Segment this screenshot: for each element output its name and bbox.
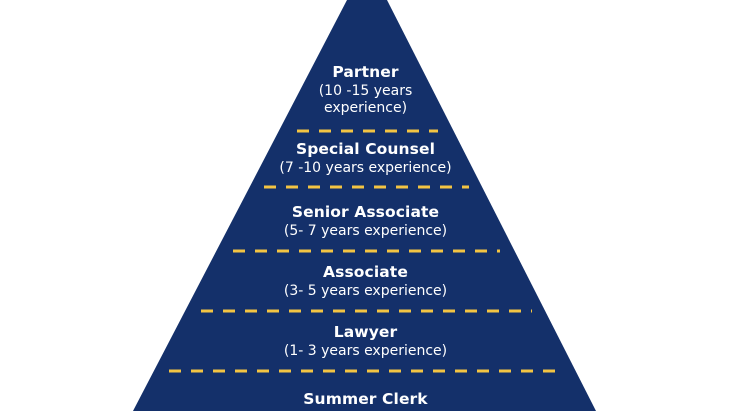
tier-subtitle: (7 -10 years experience) — [279, 160, 452, 177]
tier-title: Partner — [332, 63, 399, 81]
tier-special-counsel: Special Counsel (7 -10 years experience) — [0, 140, 731, 177]
tier-title: Summer Clerk — [303, 390, 428, 408]
tier-lawyer: Lawyer (1- 3 years experience) — [0, 323, 731, 360]
tier-title: Associate — [323, 263, 408, 281]
tier-associate: Associate (3- 5 years experience) — [0, 263, 731, 300]
tier-title: Lawyer — [333, 323, 398, 341]
tier-title: Senior Associate — [291, 203, 440, 221]
tier-subtitle: (1- 3 years experience) — [283, 343, 448, 360]
tier-subtitle: (5- 7 years experience) — [283, 223, 448, 240]
tier-senior-associate: Senior Associate (5- 7 years experience) — [0, 203, 731, 240]
tier-subtitle: (3- 5 years experience) — [283, 283, 448, 300]
tier-partner: Partner (10 -15 years experience) — [0, 63, 731, 116]
tier-title: Special Counsel — [295, 140, 436, 158]
pyramid-triangle — [133, 0, 596, 411]
tier-subtitle: (10 -15 years experience) — [318, 83, 413, 116]
tier-summer-clerk: Summer Clerk — [0, 390, 731, 408]
